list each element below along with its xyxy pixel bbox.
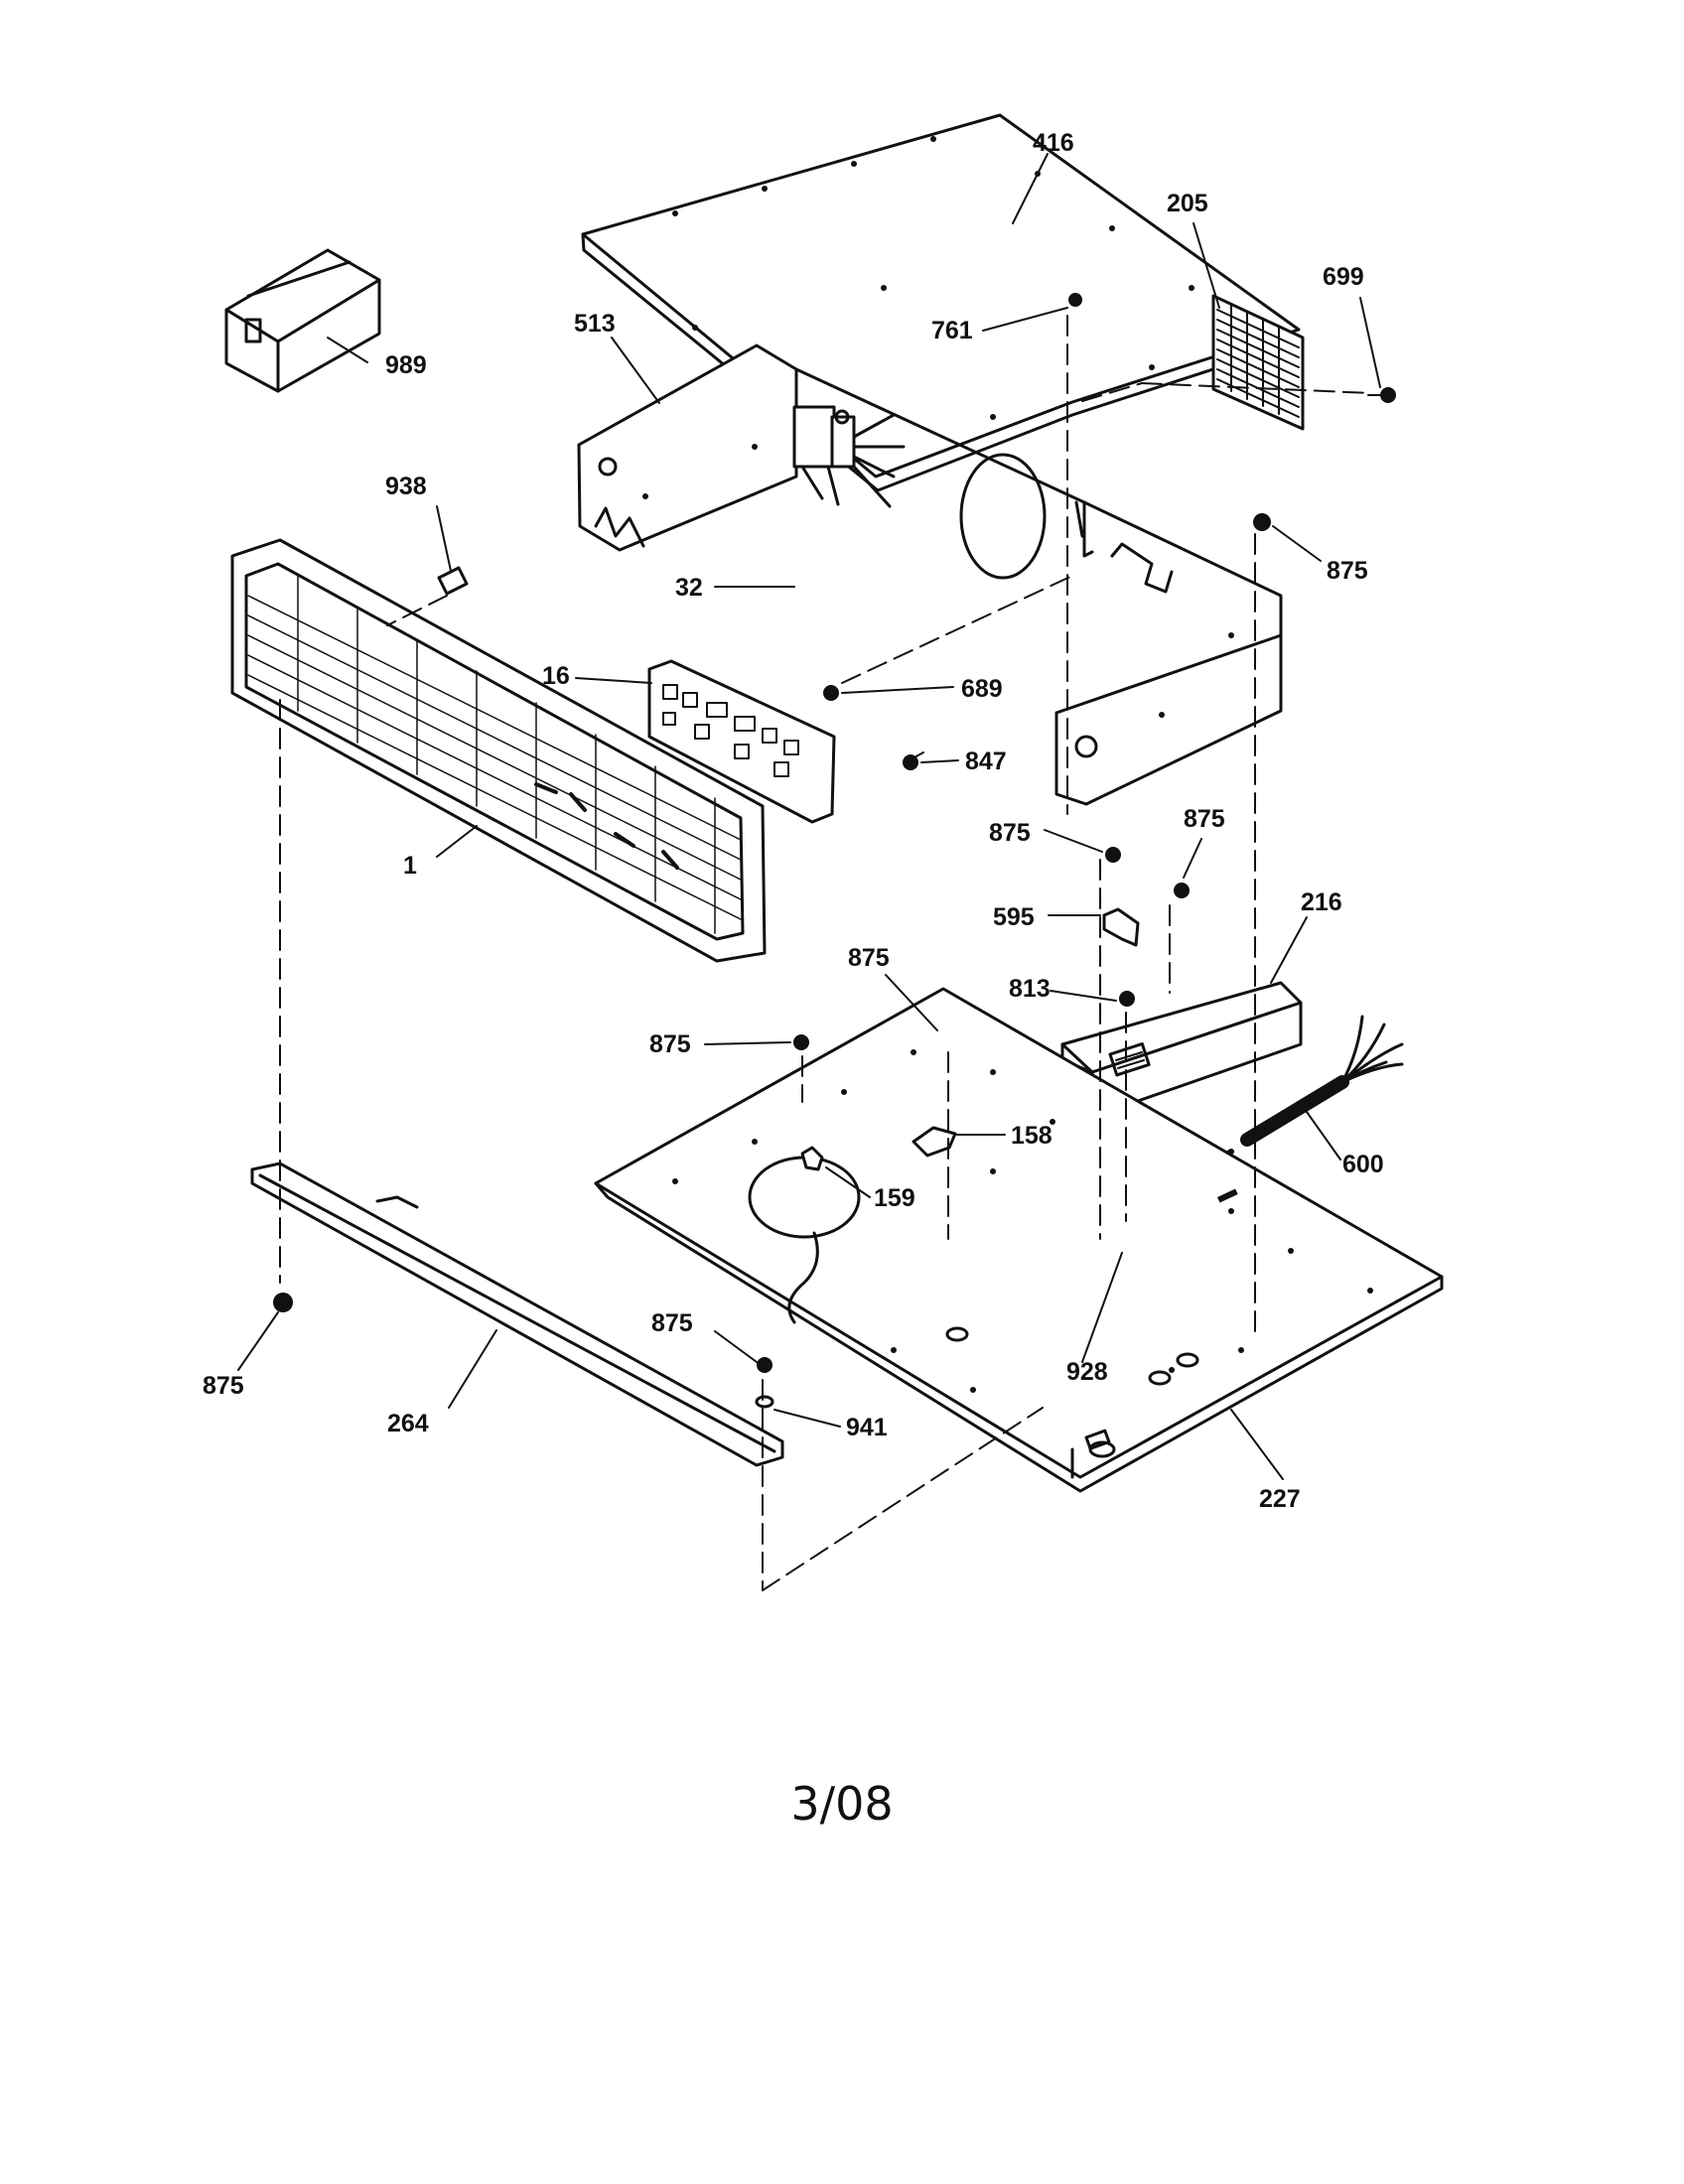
part-label: 875 bbox=[649, 1030, 691, 1058]
part-label: 513 bbox=[574, 310, 616, 338]
part-label: 205 bbox=[1167, 190, 1208, 217]
screw-761 bbox=[1068, 293, 1082, 307]
part-label: 16 bbox=[542, 662, 570, 690]
part-label: 875 bbox=[651, 1309, 693, 1337]
page-date-code: 3/08 bbox=[790, 1777, 894, 1831]
part-label: 989 bbox=[385, 351, 427, 379]
part-416-top-cover bbox=[581, 113, 1301, 492]
screw-699 bbox=[1380, 387, 1396, 403]
screw-875-bottom bbox=[757, 1357, 772, 1373]
part-16-control-board bbox=[647, 659, 836, 824]
screw-875-right bbox=[1253, 513, 1271, 531]
screw-875-mid bbox=[1105, 847, 1121, 863]
part-label: 875 bbox=[848, 944, 890, 972]
part-159-bracket bbox=[800, 1146, 824, 1171]
part-513-chassis bbox=[577, 343, 1283, 806]
part-label: 158 bbox=[1011, 1122, 1052, 1150]
part-32-motor bbox=[792, 405, 906, 508]
part-595-clip bbox=[1102, 907, 1140, 947]
part-label: 216 bbox=[1301, 888, 1342, 916]
screw-875-left bbox=[273, 1293, 293, 1312]
part-158-thermostat bbox=[912, 1126, 957, 1158]
part-label: 159 bbox=[874, 1184, 915, 1212]
part-label: 595 bbox=[993, 903, 1035, 931]
screw-813 bbox=[1119, 991, 1135, 1007]
screw-875-mid2 bbox=[1174, 883, 1190, 898]
part-label: 761 bbox=[931, 317, 973, 344]
part-label: 875 bbox=[1327, 557, 1368, 585]
part-label: 875 bbox=[989, 819, 1031, 847]
part-label: 264 bbox=[387, 1410, 429, 1437]
part-938-clip bbox=[437, 566, 469, 596]
part-label: 847 bbox=[965, 748, 1007, 775]
part-label: 32 bbox=[675, 574, 703, 602]
part-1-control-panel bbox=[230, 538, 767, 963]
part-989-box bbox=[224, 248, 381, 393]
part-941-washer bbox=[755, 1395, 774, 1409]
part-label: 875 bbox=[1184, 805, 1225, 833]
part-label: 600 bbox=[1342, 1151, 1384, 1178]
part-label: 941 bbox=[846, 1414, 888, 1441]
part-227-base-pan bbox=[594, 987, 1444, 1493]
part-label: 938 bbox=[385, 473, 427, 500]
part-label: 689 bbox=[961, 675, 1003, 703]
part-label: 416 bbox=[1033, 129, 1074, 157]
part-205-vent-grille bbox=[1211, 294, 1305, 431]
part-label: 875 bbox=[203, 1372, 244, 1400]
part-label: 928 bbox=[1066, 1358, 1108, 1386]
part-label: 1 bbox=[403, 852, 417, 880]
screw-689 bbox=[823, 685, 839, 701]
part-label: 813 bbox=[1009, 975, 1051, 1003]
screw-875-a bbox=[793, 1034, 809, 1050]
part-label: 227 bbox=[1259, 1485, 1301, 1513]
part-label: 699 bbox=[1323, 263, 1364, 291]
